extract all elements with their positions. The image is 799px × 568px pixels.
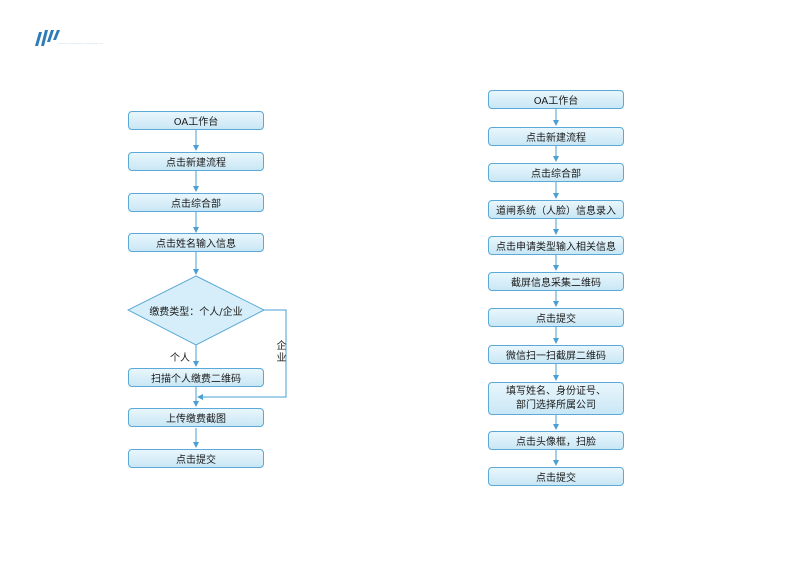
logo-tagline: …………………………………… [58, 41, 103, 45]
right-node-new-process: 点击新建流程 [488, 127, 624, 146]
left-node-general-dept: 点击综合部 [128, 193, 264, 212]
right-node-submit-1: 点击提交 [488, 308, 624, 327]
right-node-wechat-scan: 微信扫一扫截屏二维码 [488, 345, 624, 364]
branch-label-company: 企业 [274, 340, 285, 364]
fill-info-line-2: 部门选择所属公司 [516, 399, 596, 411]
left-node-upload-screenshot: 上传缴费截图 [128, 408, 264, 427]
decision-diamond [126, 275, 266, 346]
company-logo [34, 28, 124, 50]
fill-info-line-1: 填写姓名、身份证号、 [506, 385, 606, 397]
right-node-apply-type: 点击申请类型输入相关信息 [488, 236, 624, 255]
branch-label-personal: 个人 [170, 353, 190, 364]
right-node-face-entry: 道闸系统（人脸）信息录入 [488, 200, 624, 219]
left-node-input-info: 点击姓名输入信息 [128, 233, 264, 252]
right-node-fill-info: 填写姓名、身份证号、 部门选择所属公司 [488, 382, 624, 415]
decision-label: 缴费类型：个人/企业 [149, 306, 243, 318]
right-node-general-dept: 点击综合部 [488, 163, 624, 182]
right-node-submit-2: 点击提交 [488, 467, 624, 486]
right-node-oa-workbench: OA工作台 [488, 90, 624, 109]
left-node-new-process: 点击新建流程 [128, 152, 264, 171]
left-node-oa-workbench: OA工作台 [128, 111, 264, 130]
left-node-submit: 点击提交 [128, 449, 264, 468]
left-node-scan-qr: 扫描个人缴费二维码 [128, 368, 264, 387]
right-node-screenshot-qr: 截屏信息采集二维码 [488, 272, 624, 291]
right-node-avatar-face-scan: 点击头像框，扫脸 [488, 431, 624, 450]
